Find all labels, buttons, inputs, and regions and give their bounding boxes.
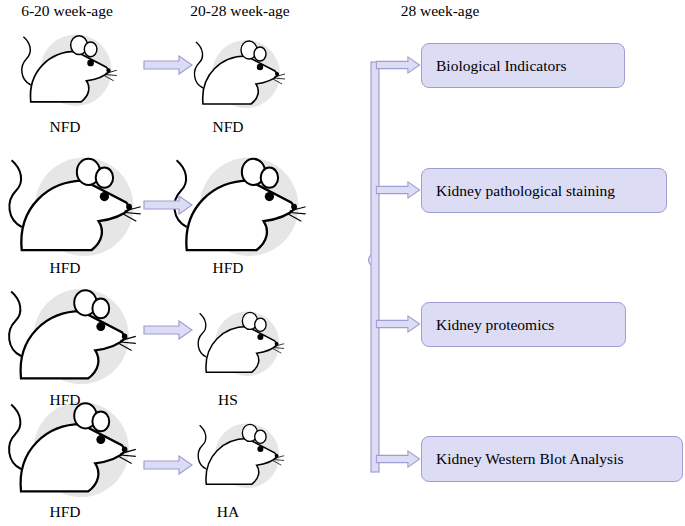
box-text: Kidney Western Blot Analysis — [436, 450, 623, 468]
box-text: Biological Indicators — [436, 57, 566, 75]
group-label: HS — [218, 391, 238, 409]
box-text: Kidney proteomics — [436, 316, 554, 334]
process-box: Kidney pathological staining — [421, 168, 667, 213]
process-box: Kidney proteomics — [421, 302, 626, 347]
box-text: Kidney pathological staining — [436, 182, 615, 200]
arrow — [376, 451, 419, 467]
mouse-icon — [9, 402, 136, 497]
mouse-icon — [198, 311, 284, 376]
process-box: Biological Indicators — [421, 43, 625, 88]
arrow — [144, 196, 192, 214]
group-label: HFD — [212, 259, 243, 277]
arrow — [144, 321, 192, 339]
group-label: HFD — [49, 391, 80, 409]
mouse-icon — [9, 157, 140, 256]
arrow — [376, 316, 419, 332]
group-label: HFD — [49, 503, 80, 521]
bracket — [371, 62, 379, 472]
mouse-icon — [198, 423, 284, 488]
mouse-icon — [22, 35, 117, 106]
group-label: HFD — [49, 259, 80, 277]
group-label: NFD — [49, 118, 80, 136]
column-header: 6-20 week-age — [21, 2, 113, 20]
process-box: Kidney Western Blot Analysis — [421, 436, 683, 482]
column-header: 28 week-age — [401, 2, 480, 20]
group-label: NFD — [212, 118, 243, 136]
arrow — [144, 456, 192, 474]
arrow — [376, 57, 419, 73]
mouse-icon — [9, 289, 136, 384]
bracket — [369, 255, 372, 265]
arrow — [376, 182, 419, 198]
mouse-icon — [174, 157, 305, 256]
arrow — [144, 56, 192, 74]
column-header: 20-28 week-age — [190, 2, 289, 20]
mouse-icon — [194, 40, 285, 108]
group-label: HA — [217, 503, 239, 521]
